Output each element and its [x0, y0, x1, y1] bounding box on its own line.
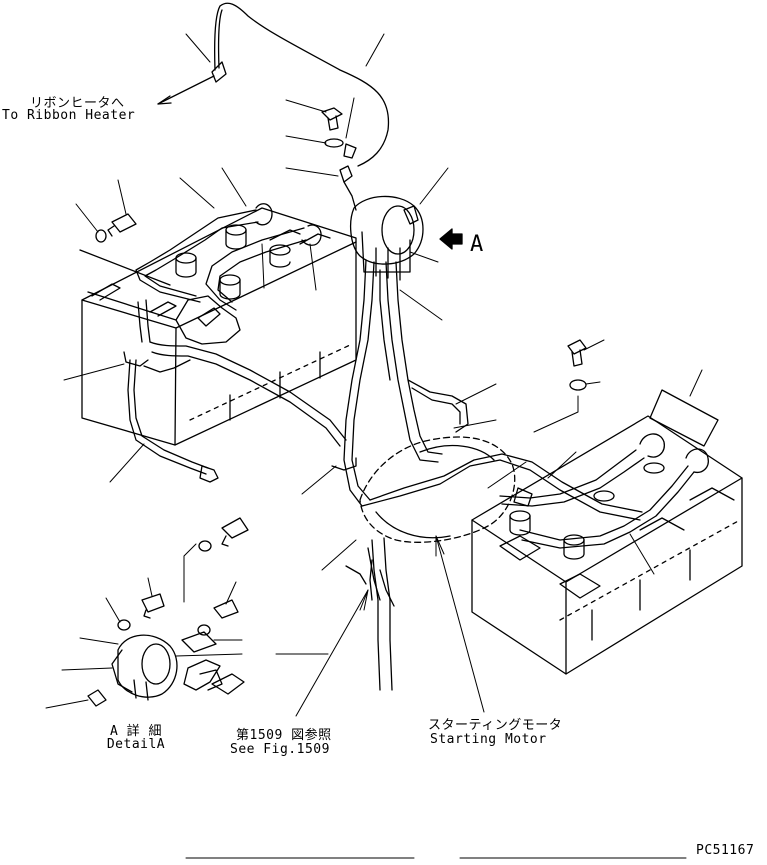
left-battery-fasteners	[95, 213, 137, 243]
starting-motor-label-en: Starting Motor	[430, 732, 547, 747]
main-harness	[331, 259, 643, 521]
view-arrow-a	[439, 228, 463, 250]
battery-relay	[339, 165, 424, 281]
harness-to-fig-1509	[345, 537, 395, 691]
see-fig-label-jp: 第1509 図参照	[236, 728, 332, 743]
drawing-number: PC51167	[696, 843, 755, 858]
ribbon-heater-arrow	[157, 75, 215, 105]
right-battery	[471, 415, 743, 675]
starting-motor-label-jp: スターティングモータ	[428, 718, 563, 733]
view-arrow-a-label: A	[470, 232, 484, 257]
leader-lines	[45, 33, 703, 859]
right-battery-posts	[509, 462, 665, 560]
left-battery-posts	[175, 224, 291, 300]
detail-a-label-jp: A 詳 細	[110, 724, 162, 739]
right-battery-cables	[499, 389, 719, 549]
detail-a-drawing	[87, 517, 249, 707]
see-fig-label-en: See Fig.1509	[230, 742, 330, 757]
ribbon-heater-label-en: To Ribbon Heater	[2, 108, 136, 123]
ribbon-heater-cable	[211, 2, 390, 167]
left-battery-cables	[123, 203, 347, 483]
ribbon-heater-label-jp: リボンヒータへ	[30, 96, 125, 111]
right-battery-fasteners	[567, 339, 587, 391]
detail-a-label-en: DetailA	[106, 737, 166, 752]
